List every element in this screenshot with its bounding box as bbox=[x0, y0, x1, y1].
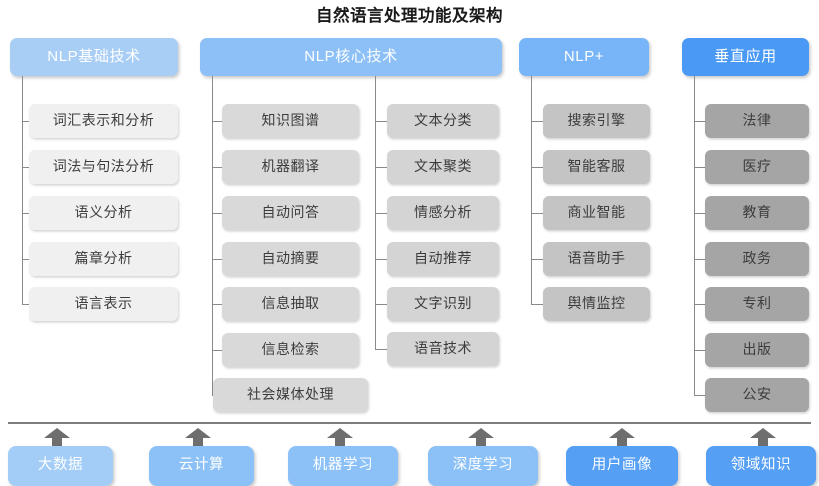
connector-trunk-col2b bbox=[375, 76, 376, 349]
column-header-nlp-plus[interactable]: NLP+ bbox=[519, 38, 649, 76]
connector-branch bbox=[694, 259, 708, 260]
item-box[interactable]: 自动摘要 bbox=[222, 242, 359, 276]
item-box[interactable]: 篇章分析 bbox=[29, 242, 178, 276]
item-box[interactable]: 语音技术 bbox=[387, 332, 499, 366]
item-box[interactable]: 词法与句法分析 bbox=[29, 150, 178, 184]
column-header-nlp-core[interactable]: NLP核心技术 bbox=[200, 38, 502, 76]
connector-branch bbox=[375, 259, 389, 260]
connector-branch bbox=[531, 259, 545, 260]
item-box[interactable]: 公安 bbox=[705, 378, 809, 412]
item-box[interactable]: 文字识别 bbox=[387, 287, 499, 321]
arrow-up-icon bbox=[750, 428, 776, 448]
foundation-box-machine-learning[interactable]: 机器学习 bbox=[288, 446, 398, 486]
arrow-up-icon bbox=[327, 428, 353, 448]
arrow-up-icon bbox=[44, 428, 70, 448]
watermark-text bbox=[600, 470, 819, 486]
connector-branch bbox=[212, 304, 226, 305]
arrow-up-icon bbox=[468, 428, 494, 448]
connector-branch bbox=[694, 304, 708, 305]
connector-branch bbox=[212, 167, 226, 168]
connector-branch bbox=[694, 395, 708, 396]
connector-branch bbox=[375, 349, 389, 350]
item-box[interactable]: 词汇表示和分析 bbox=[29, 104, 178, 138]
connector-branch bbox=[375, 213, 389, 214]
item-box[interactable]: 智能客服 bbox=[543, 150, 650, 184]
item-box[interactable]: 文本聚类 bbox=[387, 150, 499, 184]
item-box[interactable]: 社会媒体处理 bbox=[213, 378, 368, 412]
item-box[interactable]: 专利 bbox=[705, 287, 809, 321]
foundation-box-big-data[interactable]: 大数据 bbox=[8, 446, 113, 486]
item-box[interactable]: 语言表示 bbox=[29, 287, 178, 321]
connector-branch bbox=[212, 259, 226, 260]
item-box[interactable]: 政务 bbox=[705, 242, 809, 276]
page-title: 自然语言处理功能及架构 bbox=[316, 7, 503, 25]
column-header-vertical-app[interactable]: 垂直应用 bbox=[682, 38, 809, 76]
connector-branch bbox=[531, 167, 545, 168]
foundation-box-user-profile[interactable]: 用户画像 bbox=[566, 446, 678, 486]
item-box[interactable]: 自动问答 bbox=[222, 196, 359, 230]
connector-branch bbox=[375, 167, 389, 168]
connector-branch bbox=[375, 304, 389, 305]
connector-branch bbox=[212, 213, 226, 214]
connector-trunk-col3 bbox=[531, 76, 532, 305]
column-header-nlp-basic[interactable]: NLP基础技术 bbox=[10, 38, 178, 76]
section-divider bbox=[8, 422, 811, 424]
item-box[interactable]: 信息检索 bbox=[222, 333, 359, 367]
connector-branch bbox=[694, 167, 708, 168]
item-box[interactable]: 信息抽取 bbox=[222, 287, 359, 321]
connector-trunk-col1 bbox=[22, 76, 23, 305]
connector-branch bbox=[531, 213, 545, 214]
item-box[interactable]: 出版 bbox=[705, 333, 809, 367]
item-box[interactable]: 知识图谱 bbox=[222, 104, 359, 138]
item-box[interactable]: 商业智能 bbox=[543, 196, 650, 230]
item-box[interactable]: 语音助手 bbox=[543, 242, 650, 276]
connector-branch bbox=[375, 121, 389, 122]
foundation-box-domain-knowledge[interactable]: 领域知识 bbox=[706, 446, 816, 486]
connector-branch bbox=[531, 121, 545, 122]
item-box[interactable]: 法律 bbox=[705, 104, 809, 138]
item-box[interactable]: 搜索引擎 bbox=[543, 104, 650, 138]
connector-branch bbox=[212, 121, 226, 122]
arrow-up-icon bbox=[609, 428, 635, 448]
foundation-box-deep-learning[interactable]: 深度学习 bbox=[428, 446, 538, 486]
connector-branch bbox=[694, 350, 708, 351]
connector-branch bbox=[212, 350, 226, 351]
connector-branch bbox=[531, 304, 545, 305]
item-box[interactable]: 自动推荐 bbox=[387, 242, 499, 276]
item-box[interactable]: 机器翻译 bbox=[222, 150, 359, 184]
item-box[interactable]: 文本分类 bbox=[387, 104, 499, 138]
connector-trunk-col4 bbox=[694, 76, 695, 395]
item-box[interactable]: 语义分析 bbox=[29, 196, 178, 230]
foundation-box-cloud-computing[interactable]: 云计算 bbox=[149, 446, 254, 486]
item-box[interactable]: 舆情监控 bbox=[543, 287, 650, 321]
item-box[interactable]: 情感分析 bbox=[387, 196, 499, 230]
connector-branch bbox=[694, 121, 708, 122]
item-box[interactable]: 教育 bbox=[705, 196, 809, 230]
arrow-up-icon bbox=[185, 428, 211, 448]
connector-branch bbox=[694, 213, 708, 214]
item-box[interactable]: 医疗 bbox=[705, 150, 809, 184]
connector-trunk-col2a bbox=[212, 76, 213, 395]
